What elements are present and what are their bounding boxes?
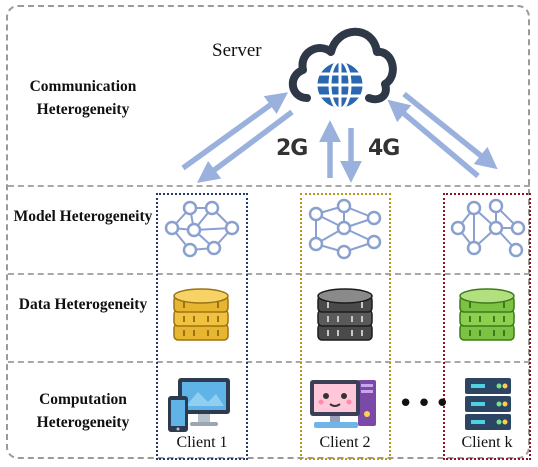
client-k-label: Client k [461, 434, 513, 451]
neural-network-icon-client-k [450, 198, 526, 258]
desktop-computer-icon [310, 380, 376, 428]
downlink-arrow-client-k [402, 91, 498, 170]
row-label-data: Data Heterogeneity [18, 296, 148, 313]
network-label-4g: 4G [368, 136, 400, 161]
client-1-box [156, 193, 248, 460]
database-icon-client-k [459, 288, 515, 341]
cloud-server-icon [289, 27, 397, 111]
neural-network-icon-client-2 [308, 198, 382, 260]
row-separator [8, 185, 530, 187]
row-separator [8, 361, 530, 363]
uplink-arrow-client-k [387, 99, 480, 179]
client-k-box [443, 193, 531, 460]
row-separator [8, 273, 530, 275]
database-icon-client-2 [317, 288, 373, 341]
row-label-model: Model Heterogeneity [13, 208, 153, 225]
server-label: Server [212, 40, 262, 61]
client-2-box [300, 193, 391, 460]
row-label-communication: Communication Heterogeneity [29, 78, 137, 118]
client-1-label: Client 1 [176, 434, 228, 451]
server-rack-icon [465, 378, 511, 430]
laptop-phone-icon [168, 378, 230, 432]
globe-icon [314, 59, 366, 111]
uplink-arrow-client-1 [181, 92, 289, 171]
downlink-arrow-client-1 [197, 109, 294, 183]
neural-network-icon-client-1 [164, 200, 240, 258]
database-icon-client-1 [173, 288, 229, 341]
more-clients-ellipsis: ••• [398, 389, 454, 419]
client-2-label: Client 2 [319, 434, 371, 451]
network-label-2g: 2G [276, 136, 308, 161]
row-label-computation: Computation Heterogeneity [36, 391, 130, 431]
